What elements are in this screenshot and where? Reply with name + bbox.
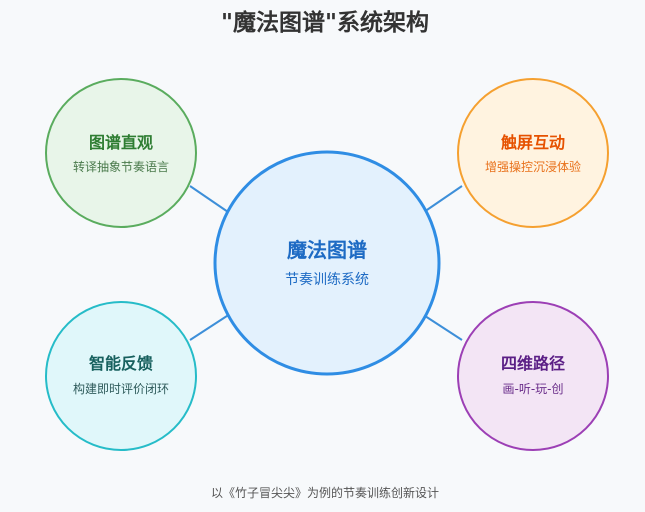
node-title: 图谱直观 [89,133,153,152]
node-circle-graph-intuition [45,78,197,228]
node-subtitle: 增强操控沉浸体验 [485,159,581,174]
node-title: 触屏互动 [500,133,565,152]
node-title: 智能反馈 [89,354,153,373]
node-circle-four-paths [457,301,609,451]
node-circle-smart-feedback [45,301,197,451]
node-subtitle: 转译抽象节奏语言 [73,159,169,174]
center-circle [213,150,441,376]
footer-caption: 以《竹子冒尖尖》为例的节奏训练创新设计 [211,485,439,500]
center-title: 魔法图谱 [287,238,367,262]
diagram-title: "魔法图谱"系统架构 [221,9,429,36]
node-title: 四维路径 [501,354,565,373]
node-subtitle: 构建即时评价闭环 [73,381,169,396]
node-circle-touch-interaction [457,78,609,228]
center-subtitle: 节奏训练系统 [285,272,369,288]
node-subtitle: 画-听-玩-创 [503,382,564,396]
